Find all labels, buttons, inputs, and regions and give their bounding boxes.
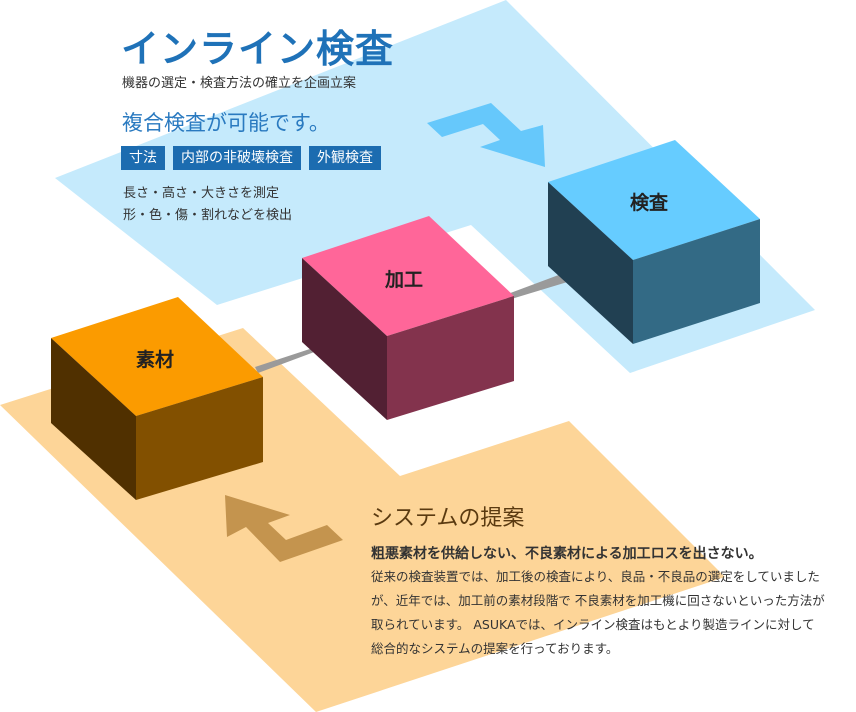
tag-appearance: 外観検査	[309, 146, 381, 170]
inspection-tags: 寸法 内部の非破壊検査 外観検査	[121, 146, 381, 170]
system-lead: 粗悪素材を供給しない、不良素材による加工ロスを出さない。	[371, 546, 763, 562]
cube-processing	[302, 216, 514, 420]
cube-material	[51, 297, 263, 500]
blue-arrow-icon	[427, 103, 545, 167]
tag-dimension: 寸法	[121, 146, 165, 170]
cube-label-processing: 加工	[385, 269, 424, 291]
cube-label-inspection: 検査	[630, 192, 669, 214]
system-title: システムの提案	[371, 506, 525, 531]
note-line: 長さ・高さ・大きさを測定	[123, 186, 280, 201]
body-line: 総合的なシステムの提案を行っております。	[371, 641, 619, 656]
brown-arrow-icon	[225, 495, 343, 562]
cube-label-material: 素材	[136, 349, 175, 371]
system-body: 従来の検査装置では、加工後の検査により、良品・不良品の選定をしていました が、近…	[371, 565, 825, 661]
connector-arrow-icon	[255, 257, 590, 373]
body-line: が、近年では、加工前の素材段階で 不良素材を加工機に回さないといった方法が	[371, 593, 825, 608]
inspection-title: インライン検査	[121, 27, 395, 71]
inspection-lead: 複合検査が可能です。	[122, 111, 330, 135]
tag-nondestructive: 内部の非破壊検査	[173, 146, 301, 170]
body-line: 従来の検査装置では、加工後の検査により、良品・不良品の選定をしていました	[371, 569, 820, 584]
inspection-notes: 長さ・高さ・大きさを測定 形・色・傷・割れなどを検出	[123, 183, 292, 227]
inspection-subtitle: 機器の選定・検査方法の確立を企画立案	[122, 76, 357, 91]
cube-inspection	[548, 140, 760, 344]
note-line: 形・色・傷・割れなどを検出	[123, 208, 293, 223]
body-line: 取られています。 ASUKAでは、インライン検査はもとより製造ラインに対して	[371, 617, 815, 632]
